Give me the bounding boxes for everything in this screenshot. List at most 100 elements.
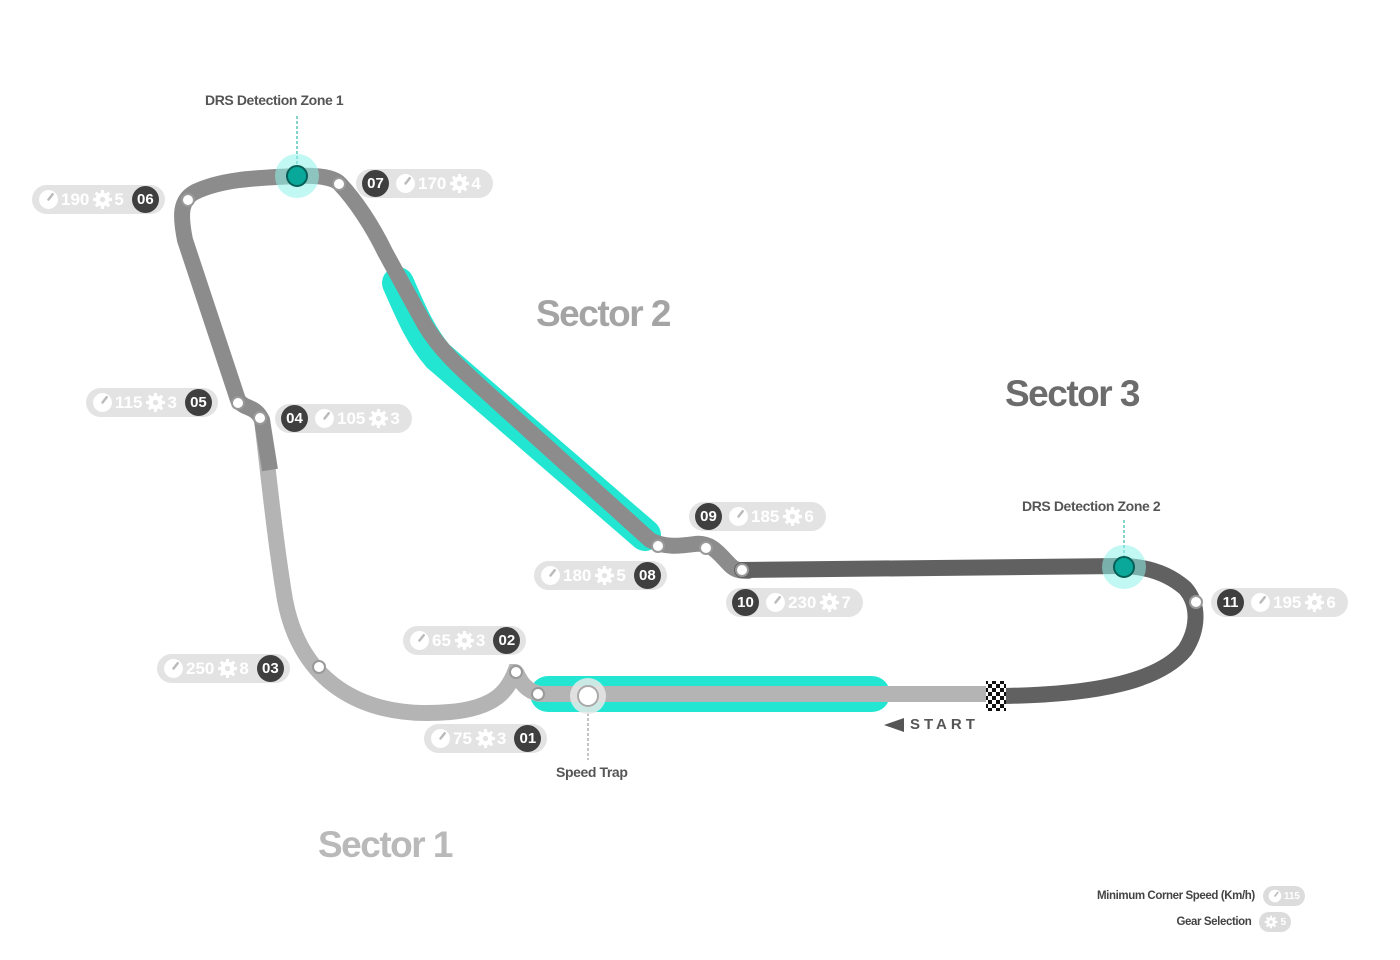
gear-icon [450, 174, 470, 193]
corner-dot-06 [181, 193, 195, 207]
legend-gear-example: 5 [1280, 916, 1286, 928]
gauge-icon [396, 174, 415, 193]
corner-07-number: 07 [362, 170, 389, 197]
gear-icon [1305, 593, 1325, 612]
legend-gear-label: Gear Selection [1176, 916, 1252, 928]
legend-speed-row: Minimum Corner Speed (Km/h) 115 [1097, 886, 1305, 906]
gear-icon [218, 659, 238, 678]
corner-10-number: 10 [732, 589, 759, 616]
corner-dot-08 [651, 539, 665, 553]
start-label: START [910, 716, 979, 733]
corner-10-gear: 7 [841, 592, 851, 612]
finish-line-flag [986, 681, 1006, 711]
gear-icon [1265, 915, 1278, 929]
corner-dot-05 [231, 396, 245, 410]
start-arrow-icon [884, 718, 904, 732]
gear-icon [146, 393, 166, 412]
corner-09-pill: 09 185 6 [689, 502, 826, 531]
corner-02-number: 02 [493, 627, 521, 654]
gear-icon [783, 507, 803, 526]
corner-dot-01 [531, 687, 545, 701]
gauge-icon [39, 190, 58, 209]
corner-11-gear: 6 [1326, 592, 1336, 612]
corner-01-number: 01 [514, 725, 542, 752]
gauge-icon [729, 507, 748, 526]
sector-2-label: Sector 2 [536, 293, 672, 334]
drs-detection-zone-1-label: DRS Detection Zone 1 [205, 92, 344, 108]
gear-icon [369, 409, 389, 428]
corner-dot-10 [735, 563, 749, 577]
gear-icon [454, 631, 474, 650]
corner-04-pill: 04 105 3 [275, 404, 412, 433]
corner-11-pill: 11 195 6 [1211, 588, 1348, 617]
corner-dot-11 [1189, 595, 1203, 609]
corner-dot-03 [312, 660, 326, 674]
drs2-marker [1113, 556, 1135, 578]
gear-icon [820, 593, 840, 612]
corner-02-pill: 65 3 02 [403, 626, 527, 655]
corner-02-speed: 65 [432, 630, 451, 650]
corner-07-pill: 07 170 4 [356, 169, 493, 198]
corner-07-gear: 4 [471, 173, 481, 193]
gauge-icon [431, 729, 450, 748]
corner-06-pill: 190 5 06 [32, 185, 165, 214]
corner-dot-04 [253, 411, 267, 425]
corner-03-speed: 250 [186, 658, 215, 678]
drs1-marker [286, 165, 308, 187]
gauge-icon [1268, 889, 1282, 903]
gauge-icon [315, 409, 334, 428]
gear-icon [93, 190, 113, 209]
gauge-icon [541, 566, 560, 585]
corner-06-number: 06 [131, 186, 159, 213]
gauge-icon [93, 393, 112, 412]
corner-11-number: 11 [1217, 589, 1244, 616]
legend-speed-example: 115 [1283, 890, 1300, 902]
drs-detection-zone-2-label: DRS Detection Zone 2 [1022, 498, 1161, 514]
corner-01-gear: 3 [496, 728, 507, 748]
corner-08-pill: 180 5 08 [534, 561, 667, 590]
legend-speed-label: Minimum Corner Speed (Km/h) [1096, 890, 1255, 902]
legend-gear-pill: 5 [1259, 912, 1291, 932]
legend-speed-pill: 115 [1262, 886, 1305, 906]
corner-03-gear: 8 [239, 658, 249, 678]
corner-dot-02 [509, 665, 523, 679]
speed-trap-label: Speed Trap [556, 764, 628, 780]
gauge-icon [164, 659, 183, 678]
legend-gear-row: Gear Selection 5 [1176, 912, 1291, 932]
corner-08-speed: 180 [563, 565, 592, 585]
corner-09-number: 09 [695, 503, 722, 530]
gauge-icon [410, 631, 429, 650]
corner-09-gear: 6 [804, 506, 814, 526]
corner-03-pill: 250 8 03 [157, 654, 290, 683]
gauge-icon [1251, 593, 1270, 612]
corner-06-gear: 5 [114, 189, 124, 209]
corner-03-number: 03 [256, 655, 284, 682]
corner-dot-09 [699, 541, 713, 555]
corner-dot-07 [332, 177, 346, 191]
corner-02-gear: 3 [475, 630, 486, 650]
corner-05-pill: 115 3 05 [86, 388, 218, 417]
speed-trap-marker [577, 685, 599, 707]
sector-3-label: Sector 3 [1005, 373, 1141, 414]
corner-04-number: 04 [281, 405, 308, 432]
gear-icon [475, 729, 495, 748]
corner-04-speed: 105 [337, 408, 366, 428]
corner-08-gear: 5 [616, 565, 626, 585]
gear-icon [595, 566, 615, 585]
track-sector-3 [734, 557, 1204, 704]
corner-05-gear: 3 [167, 392, 177, 412]
corner-06-speed: 190 [61, 189, 90, 209]
corner-09-speed: 185 [751, 506, 780, 526]
track-sector-2-transition [254, 418, 278, 472]
corner-10-pill: 10 230 7 [726, 588, 863, 617]
corner-11-speed: 195 [1273, 592, 1302, 612]
corner-08-number: 08 [633, 562, 661, 589]
corner-10-speed: 230 [788, 592, 817, 612]
corner-01-speed: 75 [453, 728, 472, 748]
corner-05-number: 05 [184, 389, 212, 416]
gauge-icon [766, 593, 785, 612]
corner-04-gear: 3 [390, 408, 400, 428]
corner-01-pill: 75 3 01 [424, 724, 548, 753]
sector-1-label: Sector 1 [318, 824, 454, 865]
